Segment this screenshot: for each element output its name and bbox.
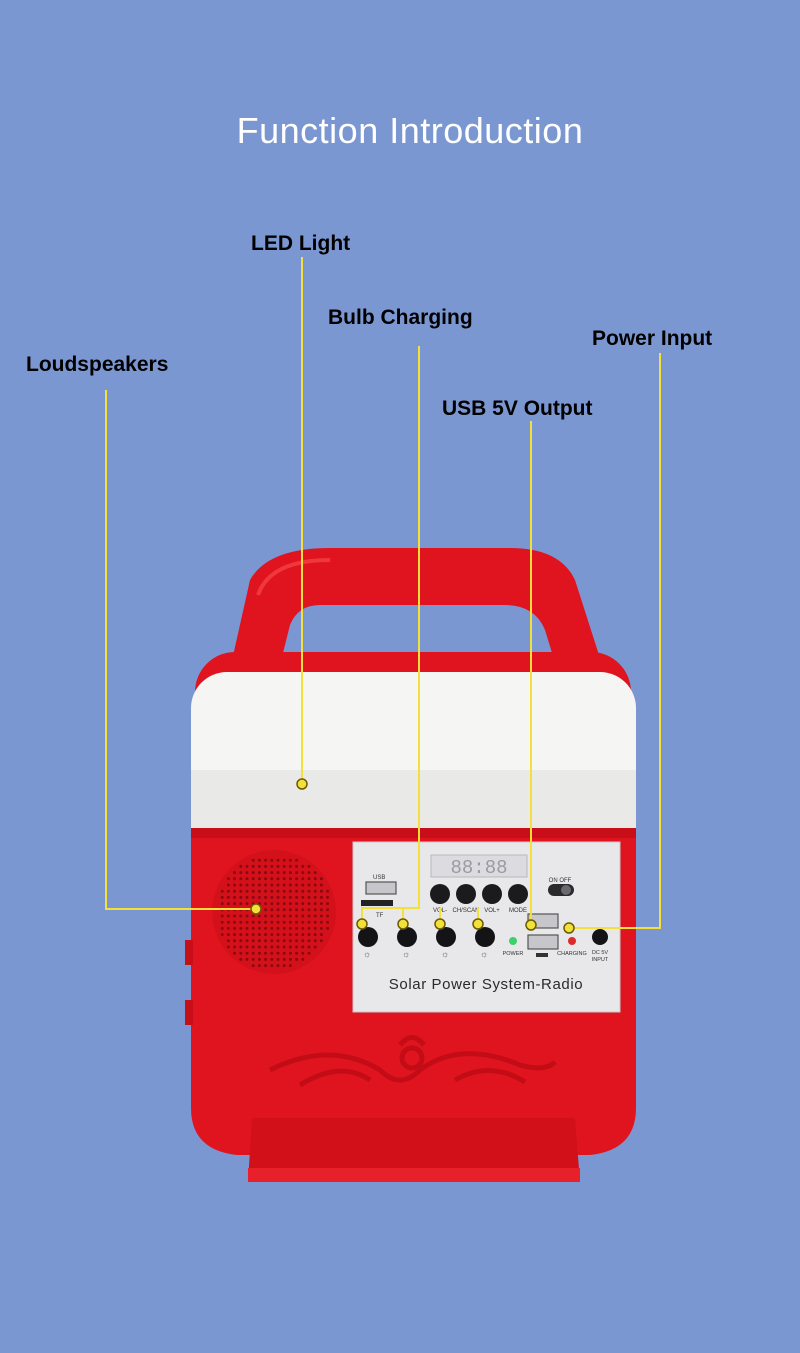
- svg-text:☼: ☼: [402, 949, 410, 959]
- bulb-jack-3: [436, 927, 456, 947]
- bulb-dot-4: [472, 918, 484, 930]
- bulb-charging-leader: [361, 346, 420, 924]
- power-label: POWER: [503, 951, 524, 957]
- charging-label: CHARGING: [557, 951, 587, 957]
- mode-button: [508, 884, 528, 904]
- charging-indicator: [568, 937, 576, 945]
- bulb-jack-1: [358, 927, 378, 947]
- usb-output-dot: [525, 919, 537, 931]
- device-base: [248, 1118, 580, 1182]
- control-buttons: [430, 884, 528, 904]
- page-title: Function Introduction: [236, 110, 584, 152]
- ch-scan-button: [456, 884, 476, 904]
- bulb-dot-2: [397, 918, 409, 930]
- radio-display: [430, 854, 528, 878]
- vol-plus-label: VOL+: [484, 908, 500, 914]
- loudspeakers-label: Loudspeakers: [26, 353, 169, 376]
- ch-scan-label: CH/SCAN: [452, 908, 479, 914]
- tf-label: TF: [376, 913, 384, 919]
- mode-label: MODE: [509, 908, 527, 914]
- bulb-charging-label: Bulb Charging: [328, 306, 473, 329]
- ornament-decoration: [268, 1035, 557, 1088]
- bulb-jack-2: [397, 927, 417, 947]
- loudspeakers-dot: [250, 903, 262, 915]
- vol-plus-button: [482, 884, 502, 904]
- device-handle: [222, 548, 615, 705]
- usb-label: USB: [373, 875, 385, 881]
- usb-port-top: [365, 881, 397, 895]
- bulb-jack-4: [475, 927, 495, 947]
- speaker-grille: [212, 850, 336, 974]
- led-light-dot: [296, 778, 308, 790]
- svg-text:☼: ☼: [480, 949, 488, 959]
- bulb-dot-3: [434, 918, 446, 930]
- led-light-label: LED Light: [251, 232, 351, 255]
- svg-text:☼: ☼: [441, 949, 449, 959]
- dc-input-jack: [592, 929, 608, 945]
- device-model-text: Solar Power System-Radio: [389, 976, 583, 993]
- power-input-leader: [569, 353, 661, 929]
- bulb-symbols: ☼ ☼ ☼ ☼: [363, 949, 488, 959]
- dc-label-line2: INPUT: [592, 957, 609, 963]
- power-indicator: [509, 937, 517, 945]
- bulb-jacks: [358, 927, 495, 947]
- svg-text:☼: ☼: [363, 949, 371, 959]
- power-input-dot: [563, 922, 575, 934]
- usb-output-port-2: [527, 934, 559, 950]
- usb-output-label: USB 5V Output: [442, 397, 593, 420]
- power-input-label: Power Input: [592, 327, 713, 350]
- on-off-label: ON OFF: [549, 878, 572, 884]
- bulb-dot-1: [356, 918, 368, 930]
- dc-label-line1: DC 5V: [592, 950, 609, 956]
- vol-minus-button: [430, 884, 450, 904]
- loudspeakers-leader: [105, 390, 256, 910]
- display-digits: 88:88: [450, 857, 507, 879]
